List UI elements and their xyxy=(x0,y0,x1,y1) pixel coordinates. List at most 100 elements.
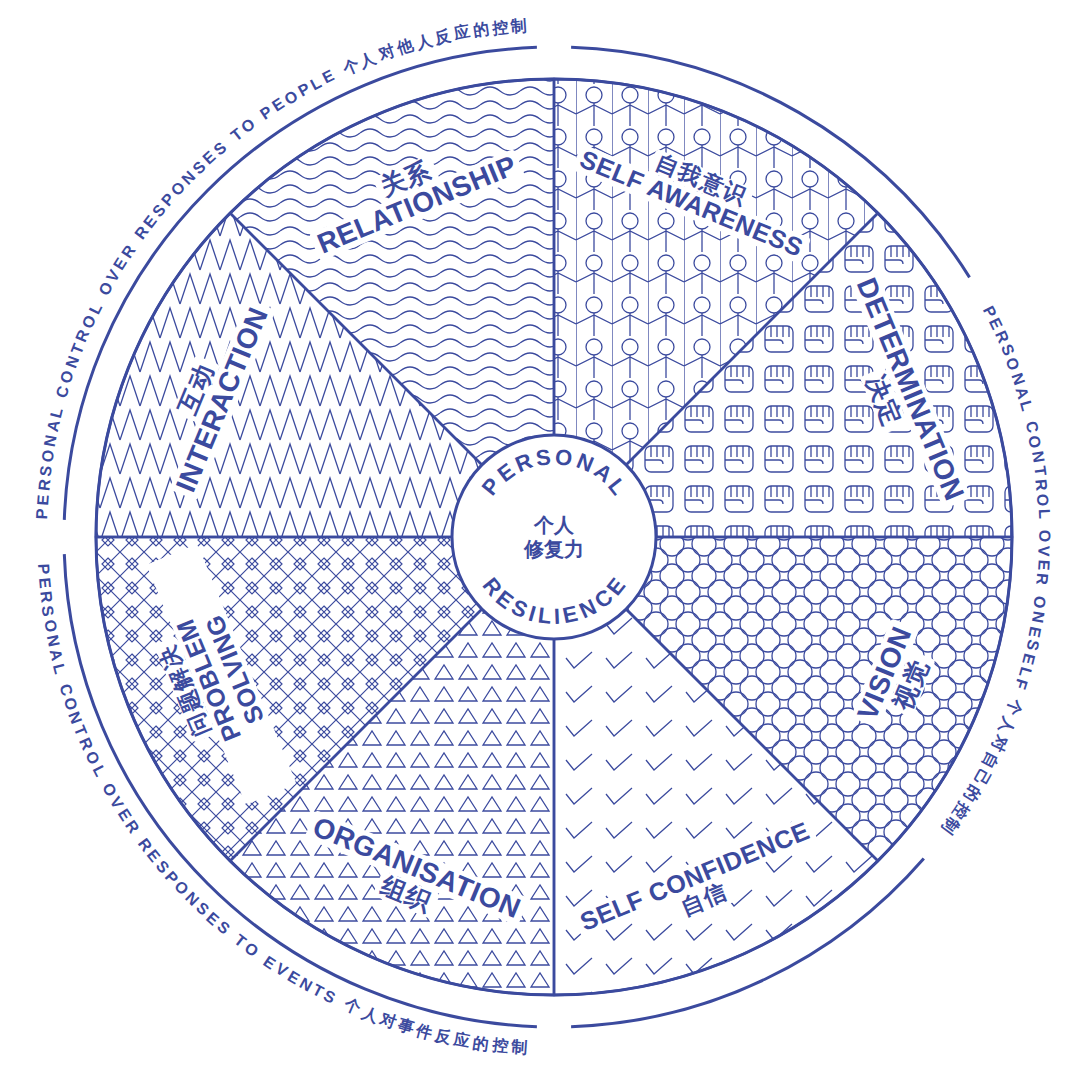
arc-letter: A xyxy=(1013,385,1032,401)
arc-letter: O xyxy=(282,88,301,108)
arc-letter: 他 xyxy=(395,37,415,57)
arc-letter: S xyxy=(190,158,209,177)
arc-letter: R xyxy=(119,243,139,262)
arc-letter: F xyxy=(1012,677,1030,691)
arc-letter: R xyxy=(76,736,95,753)
arc-letter: 制 xyxy=(939,814,961,836)
arc-letter: L xyxy=(48,406,66,419)
arc-letter: L xyxy=(308,74,324,93)
arc-letter: V xyxy=(107,794,126,811)
arc-letter: 制 xyxy=(511,18,528,35)
arc-letter: 个 xyxy=(341,997,362,1018)
arc-letter: V xyxy=(1036,546,1052,557)
arc-letter: 的 xyxy=(961,782,983,804)
arc-letter: N xyxy=(297,975,315,995)
arc-letter: S xyxy=(508,596,531,622)
arc-letter xyxy=(95,774,111,786)
arc-letter: 人 xyxy=(414,32,434,52)
arc-letter: C xyxy=(56,682,75,698)
arc-letter: O xyxy=(82,749,102,767)
hub-subtitle: 个人 修复力 xyxy=(522,513,586,561)
center-hub: PERSONAL个人 修复力RESILIENCE xyxy=(450,433,658,641)
arc-letter: T xyxy=(310,982,326,1001)
arc-letter: E xyxy=(492,587,517,613)
arc-letter: S xyxy=(150,202,169,220)
arc-letter: N xyxy=(1029,610,1047,624)
arc-letter xyxy=(1021,412,1038,420)
arc-letter: P xyxy=(296,81,313,100)
hub-shape xyxy=(450,433,658,641)
arc-letter: 对 xyxy=(376,43,396,63)
arc-letter: R xyxy=(132,224,152,243)
arc-letter: R xyxy=(36,479,53,492)
arc-letter xyxy=(251,112,264,128)
arc-letter: O xyxy=(1003,356,1022,373)
arc-letter: S xyxy=(211,139,230,158)
arc-letter: O xyxy=(99,781,119,800)
arc-letter: E xyxy=(35,494,52,506)
arc-letter: R xyxy=(1033,478,1050,491)
arc-letter: 应 xyxy=(453,1031,472,1050)
arc-letter: S xyxy=(38,465,55,478)
arc-letter: C xyxy=(1022,420,1040,435)
arc-letter: 控 xyxy=(491,19,509,37)
arc-letter: E xyxy=(261,953,279,972)
arc-letter xyxy=(127,236,143,249)
arc-letter: 个 xyxy=(1003,697,1024,718)
arc-letter: T xyxy=(231,932,249,951)
arc-letter: R xyxy=(122,817,142,836)
hub-title: RESILIENCE xyxy=(450,433,658,641)
arc-letter: L xyxy=(1016,665,1034,679)
arc-letter: N xyxy=(42,434,60,448)
arc-letter xyxy=(1033,588,1049,594)
arc-letter: 制 xyxy=(511,1039,528,1056)
wheel-rim xyxy=(96,79,1012,995)
arc-letter: 己 xyxy=(970,766,992,788)
arc-letter: 反 xyxy=(434,1027,453,1046)
hub-circle xyxy=(452,435,656,639)
arc-letter: E xyxy=(493,460,518,486)
arc-letter: E xyxy=(561,603,580,628)
arc-letter: L xyxy=(604,475,630,499)
arc-letter xyxy=(333,65,344,81)
arc-letter: P xyxy=(162,868,181,887)
arc-letter: 事 xyxy=(396,1017,416,1037)
arc-letter: 人 xyxy=(358,49,379,70)
arc-letter: R xyxy=(478,574,505,600)
arc-letter: O xyxy=(1034,493,1051,507)
arc-letter: N xyxy=(179,168,199,187)
arc-letter: O xyxy=(172,878,192,898)
arc-letter: R xyxy=(512,450,535,476)
arc-letter: S xyxy=(1023,638,1041,652)
arc-letter: E xyxy=(1020,652,1038,666)
arc-letter: S xyxy=(39,605,56,618)
arc-letter: 对 xyxy=(988,732,1009,753)
arc-letter xyxy=(222,134,236,149)
arc-letter: O xyxy=(79,313,99,331)
arc-letter: R xyxy=(135,836,155,855)
arc-letter: O xyxy=(238,116,258,136)
arc-letter: N xyxy=(63,354,82,370)
hub-title: PERSONAL xyxy=(450,433,658,641)
arc-letter: S xyxy=(534,446,552,470)
arc-letter: L xyxy=(537,605,553,628)
arc-letter: T xyxy=(1031,465,1048,477)
arc-letter: N xyxy=(183,890,202,909)
arc-letter: A xyxy=(45,419,63,434)
arc-letter: C xyxy=(591,586,617,613)
arc-letter: N xyxy=(1008,371,1027,387)
arc-letter: E xyxy=(141,213,160,231)
arc-letter: E xyxy=(320,68,337,87)
arc-letter xyxy=(254,949,267,965)
arc-letter: P xyxy=(258,104,276,123)
arc-letter: L xyxy=(86,301,105,317)
arc-letter xyxy=(1036,522,1052,527)
arc-letter: O xyxy=(168,179,188,199)
arc-letter: O xyxy=(96,280,116,299)
arc-letter: E xyxy=(200,149,219,168)
arc-letter: P xyxy=(35,563,52,575)
arc-letter: 应 xyxy=(452,24,471,43)
arc-letter: 的 xyxy=(472,1035,490,1053)
arc-letter: L xyxy=(1035,509,1051,520)
